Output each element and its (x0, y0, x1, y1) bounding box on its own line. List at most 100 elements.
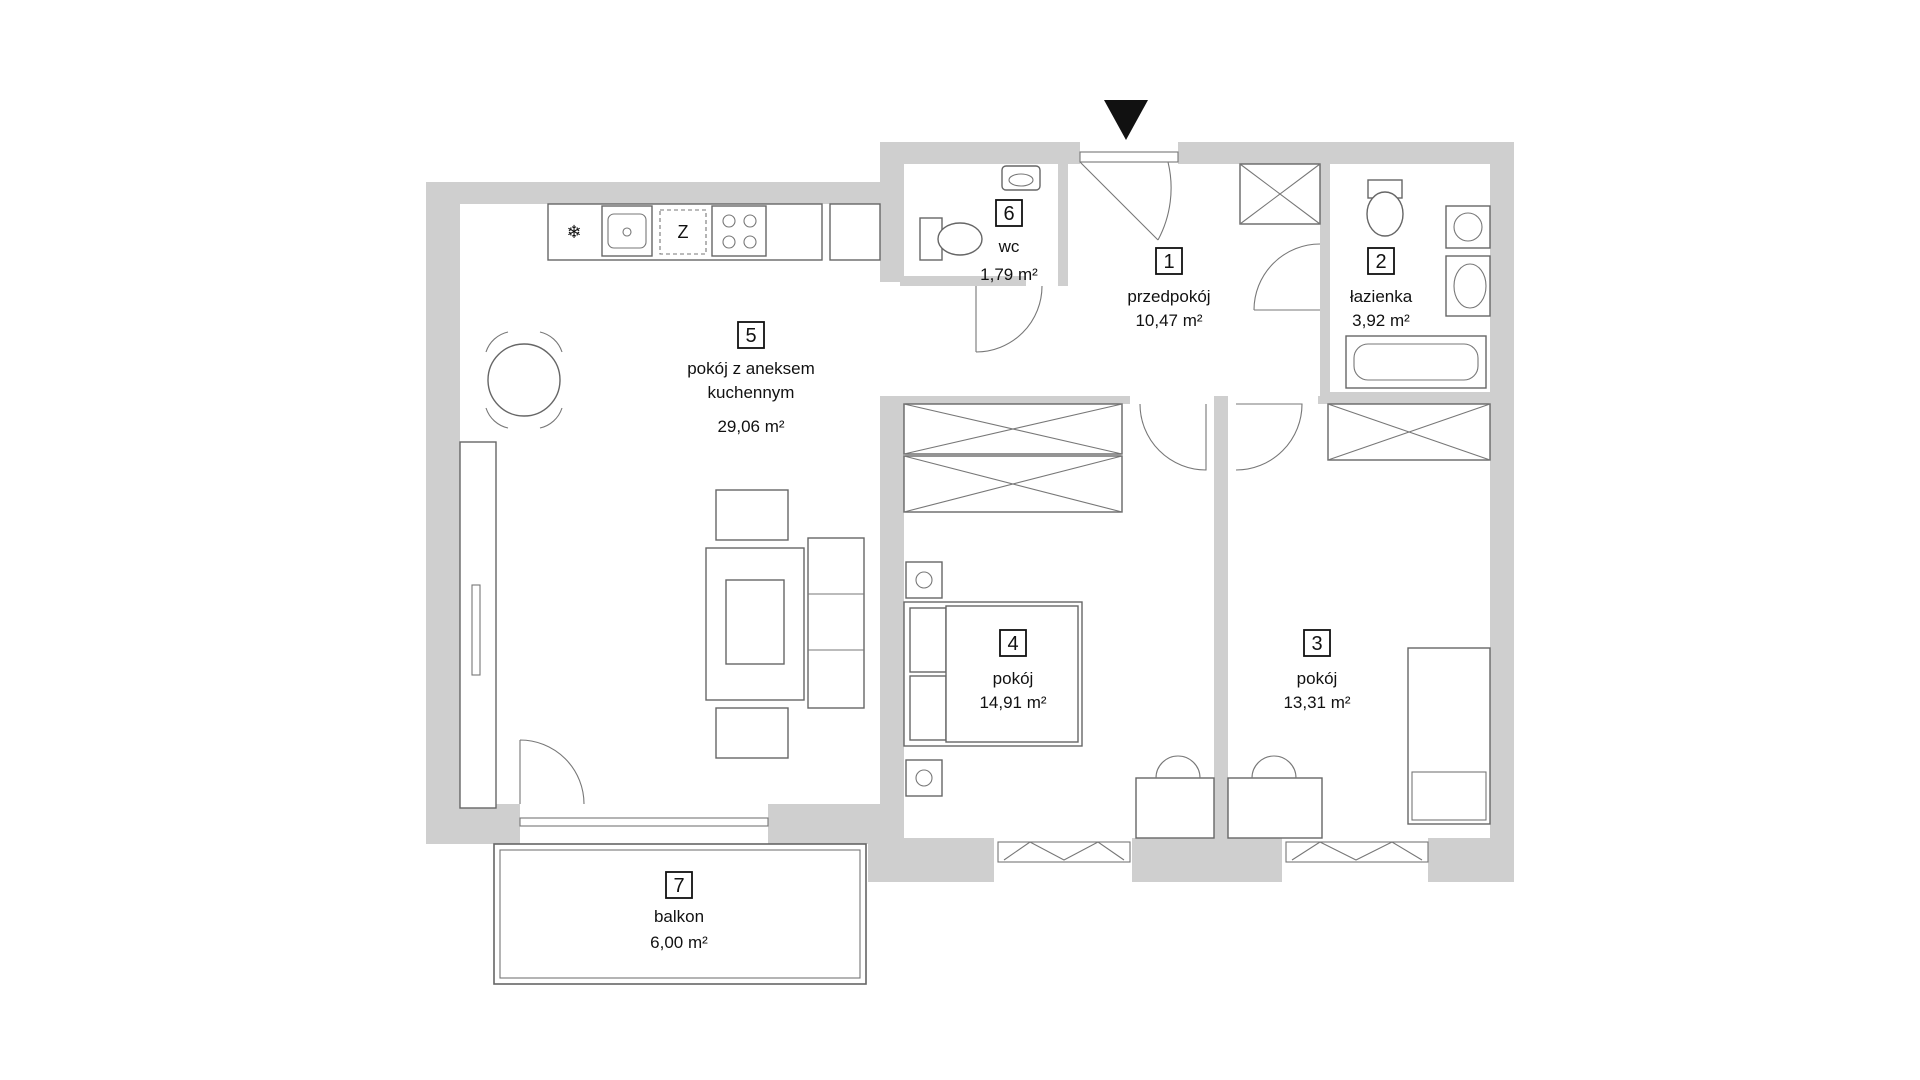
svg-text:pokój: pokój (1297, 669, 1338, 688)
pillow-2 (909, 675, 947, 741)
round-table (485, 331, 563, 429)
balcony-window (519, 817, 769, 827)
bedroom3-door-swing (1235, 403, 1303, 471)
svg-text:3: 3 (1311, 633, 1322, 655)
wall-top-wc (880, 142, 1080, 164)
wall-wc-right (1058, 162, 1068, 286)
wall-right (1490, 142, 1514, 882)
room-label-1: 1 przedpokój 10,47 m² (1127, 247, 1211, 330)
burner-1 (722, 214, 736, 228)
bath-door-swing (1253, 243, 1321, 311)
bathroom-fixtures (1345, 179, 1491, 389)
svg-text:7: 7 (673, 875, 684, 897)
bedroom3-furniture (1227, 403, 1491, 863)
wall-living-bottom-left (426, 804, 520, 844)
bedroom3-chair (1251, 755, 1297, 779)
kitchen-counter: ❄ Z (547, 203, 881, 261)
bedroom4-door-swing (1139, 403, 1207, 471)
room-label-2: 2 łazienka 3,92 m² (1350, 247, 1413, 330)
burner-3 (722, 235, 736, 249)
svg-text:pokój: pokój (993, 669, 1034, 688)
walls (426, 142, 1514, 882)
svg-text:2: 2 (1375, 251, 1386, 273)
wall-bath-bottom (1320, 392, 1514, 402)
balcony-door-swing (519, 739, 585, 805)
svg-text:pokój z aneksem: pokój z aneksem (687, 359, 815, 378)
wall-living-bedroom (880, 396, 904, 840)
bathtub (1345, 335, 1487, 389)
svg-text:5: 5 (745, 325, 756, 347)
svg-text:balkon: balkon (654, 907, 704, 926)
svg-text:kuchennym: kuchennym (708, 383, 795, 402)
wall-living-top (426, 182, 900, 204)
sink-basin (607, 213, 647, 249)
bedroom4-desk (1135, 777, 1215, 839)
living-seating (705, 489, 865, 759)
room-label-7: 7 balkon 6,00 m² (650, 871, 708, 952)
svg-text:10,47 m²: 10,47 m² (1135, 311, 1202, 330)
svg-text:1,79 m²: 1,79 m² (980, 265, 1038, 284)
svg-text:6,00 m²: 6,00 m² (650, 933, 708, 952)
cooktop (711, 205, 767, 257)
wc-door-swing (975, 285, 1043, 353)
svg-text:3,92 m²: 3,92 m² (1352, 311, 1410, 330)
coffee-table (725, 579, 785, 665)
pillow-1 (909, 607, 947, 673)
nightstand-bottom (905, 759, 943, 797)
oven-symbol: Z (678, 222, 689, 242)
entrance-door-swing (1079, 161, 1172, 241)
svg-text:13,31 m²: 13,31 m² (1283, 693, 1350, 712)
entrance-door-frame (1079, 151, 1179, 163)
burner-2 (743, 214, 757, 228)
bath-sink (1445, 255, 1491, 317)
svg-text:przedpokój: przedpokój (1127, 287, 1210, 306)
bed-blanket (945, 605, 1079, 743)
svg-text:1: 1 (1163, 251, 1174, 273)
wall-bedroom4-top (880, 396, 1130, 404)
chair-top (715, 489, 789, 541)
svg-text:4: 4 (1007, 633, 1018, 655)
kitchen-worktop (547, 203, 823, 261)
wc-fixtures (919, 165, 1043, 353)
living-wardrobe (459, 441, 497, 809)
wall-wc-outer-left (880, 142, 904, 282)
washing-machine (1445, 205, 1491, 249)
svg-text:14,91 m²: 14,91 m² (979, 693, 1046, 712)
hall-fixtures (1139, 163, 1321, 471)
toilet-bowl (937, 222, 983, 256)
kitchen-cabinet (829, 203, 881, 261)
bath-toilet-bowl (1366, 191, 1404, 237)
wall-bottom-b (1132, 838, 1282, 882)
living-wardrobe-handle (471, 584, 481, 676)
sofa (807, 537, 865, 709)
room-label-6: 6 wc 1,79 m² (980, 199, 1038, 284)
bedroom4-window (997, 841, 1131, 863)
burner-4 (743, 235, 757, 249)
bedroom4-furniture (903, 403, 1215, 863)
bedroom3-window (1285, 841, 1429, 863)
svg-text:6: 6 (1003, 203, 1014, 225)
svg-text:29,06 m²: 29,06 m² (717, 417, 784, 436)
snowflake-icon: ❄ (566, 222, 581, 242)
sink-drain (622, 227, 632, 237)
svg-text:wc: wc (998, 237, 1020, 256)
room-label-4: 4 pokój 14,91 m² (979, 629, 1047, 712)
balcony-inner (499, 849, 861, 979)
wall-bedroom-bedroom (1214, 396, 1228, 840)
wall-bottom-c (1428, 838, 1514, 882)
wall-bottom-a (868, 838, 994, 882)
room-label-3: 3 pokój 13,31 m² (1283, 629, 1351, 712)
svg-text:łazienka: łazienka (1350, 287, 1413, 306)
bedroom4-chair (1155, 755, 1201, 779)
oven-outline (659, 209, 707, 255)
nightstand-top (905, 561, 943, 599)
single-bed (1407, 647, 1491, 825)
chair-bottom (715, 707, 789, 759)
single-bed-pillow (1411, 771, 1487, 821)
bedroom3-desk (1227, 777, 1323, 839)
wall-wc-bottom (900, 276, 1026, 286)
wall-bath-left (1320, 162, 1330, 400)
balcony-outline (493, 843, 867, 985)
wall-top-bath (1178, 142, 1514, 164)
